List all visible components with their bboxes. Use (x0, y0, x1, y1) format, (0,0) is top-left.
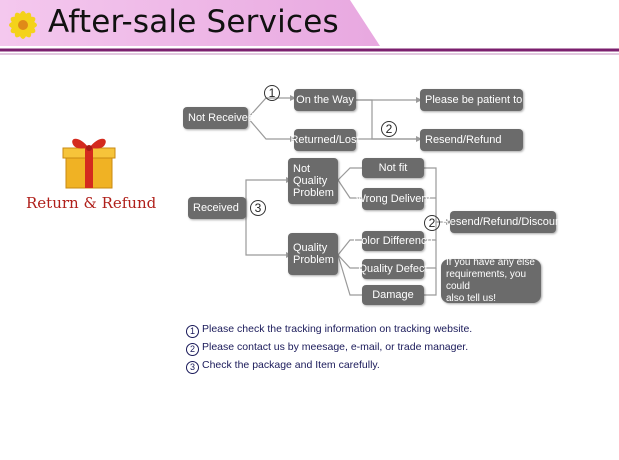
received-box: Received (188, 197, 246, 219)
color-difference-box: Color Difference (353, 231, 433, 251)
note-2-text: Please contact us by meesage, e-mail, or… (202, 341, 469, 353)
step-3-marker: 3 (250, 200, 266, 216)
damage-box: Damage (362, 285, 424, 305)
not-fit-box: Not fit (362, 158, 424, 178)
note-3-text: Check the package and Item carefully. (202, 359, 380, 371)
step-2-marker: 2 (381, 121, 397, 137)
quality-defect-box: Quality Defect (358, 259, 428, 279)
note-1-number: 1 (186, 324, 199, 338)
wrong-delivery-box: Wrong Delivery (356, 188, 431, 210)
on-the-way-box: On the Way (294, 89, 356, 111)
quality-problem-box: Quality Problem (288, 233, 338, 275)
resend-refund-box: Resend/Refund (420, 129, 523, 151)
step-1-marker: 1 (264, 85, 280, 101)
step-2b-marker: 2 (424, 215, 440, 231)
not-received-box: Not Received (183, 107, 254, 129)
returned-lost-box: Returned/Lost (290, 129, 360, 151)
page-title: After-sale Services (48, 4, 339, 40)
note-1-text: Please check the tracking information on… (202, 323, 473, 335)
note-3-number: 3 (186, 360, 199, 374)
note-2-number: 2 (186, 342, 199, 356)
flower-icon (9, 11, 37, 39)
gift-box-icon (62, 138, 116, 189)
resend-refund-discount-box: Resend/Refund/Discount (442, 211, 564, 233)
any-else-callout: If you have any else requirements, you c… (441, 257, 541, 304)
return-refund-label: Return & Refund (26, 194, 157, 212)
patient-box: Please be patient to wait (420, 89, 545, 111)
not-quality-problem-box: Not Quality Problem (288, 158, 338, 204)
header-banner (0, 0, 619, 55)
